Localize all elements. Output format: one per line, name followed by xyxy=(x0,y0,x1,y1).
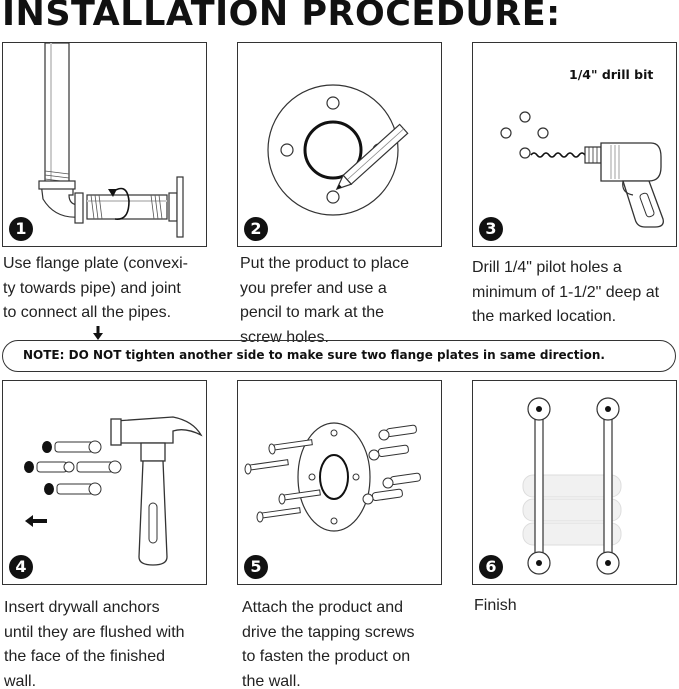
anchor-hammer-illustration xyxy=(24,416,203,566)
step-3-caption: Drill 1/4" pilot holes a minimum of 1-1/… xyxy=(472,259,660,325)
down-arrow-icon xyxy=(93,326,103,340)
step-2-panel: 2 xyxy=(237,42,442,247)
step-6-caption: Finish xyxy=(474,597,517,614)
page-title: INSTALLATION PROCEDURE: xyxy=(2,0,561,34)
drill-illustration xyxy=(500,111,664,228)
step-2-caption: Put the product to place you prefer and … xyxy=(240,255,409,346)
pencil-marking-illustration xyxy=(267,84,409,216)
drill-bit-label: 1/4" drill bit xyxy=(569,67,654,82)
step-1-badge: 1 xyxy=(9,217,33,241)
step-4-panel: 4 xyxy=(2,380,207,585)
left-arrow-icon xyxy=(25,515,47,527)
installed-grab-bars-illustration xyxy=(522,397,622,575)
note-banner: NOTE: DO NOT tighten another side to mak… xyxy=(2,340,676,372)
step-3-panel: 1/4" drill bit 3 xyxy=(472,42,677,247)
step-5-caption: Attach the product and drive the tapping… xyxy=(242,599,415,689)
pencil-icon xyxy=(335,123,409,191)
step-5-panel: 5 xyxy=(237,380,442,585)
step-4-badge: 4 xyxy=(9,555,33,579)
step-4-caption: Insert drywall anchors until they are fl… xyxy=(4,599,185,689)
step-2-badge: 2 xyxy=(244,217,268,241)
step-6-panel: 6 xyxy=(472,380,677,585)
step-6-badge: 6 xyxy=(479,555,503,579)
screws-flange-illustration xyxy=(244,422,421,532)
step-1-panel: 1 xyxy=(2,42,207,247)
step-5-badge: 5 xyxy=(244,555,268,579)
pipe-joint-illustration xyxy=(38,43,184,238)
step-3-badge: 3 xyxy=(479,217,503,241)
step-1-caption: Use flange plate (convexi- ty towards pi… xyxy=(3,255,188,321)
